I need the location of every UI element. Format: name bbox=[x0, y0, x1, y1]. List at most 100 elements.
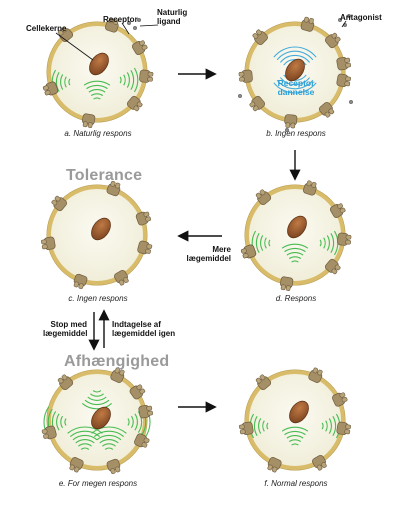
signal-waves-0 bbox=[251, 230, 271, 256]
receptor-5 bbox=[126, 95, 143, 112]
cell-nucleus bbox=[91, 217, 111, 241]
signal-waves-1 bbox=[127, 406, 151, 438]
indtagelse-label: Indtagelse af lægemiddel igen bbox=[112, 320, 175, 338]
indtagelse-line1: Indtagelse af bbox=[112, 320, 161, 329]
afhaengighed-title: Afhængighed bbox=[64, 353, 170, 370]
caption-c: c. Ingen respons bbox=[68, 294, 128, 303]
stop-line2: lægemiddel bbox=[43, 329, 88, 338]
receptor-7 bbox=[336, 73, 351, 87]
cell-d bbox=[240, 180, 352, 291]
receptor-6 bbox=[135, 211, 152, 226]
receptor-6 bbox=[139, 69, 154, 83]
cell-e bbox=[41, 367, 153, 475]
mere-laegemiddel-label: Mere lægemiddel bbox=[181, 245, 231, 263]
stop-line1: Stop med bbox=[50, 320, 87, 329]
receptor-5 bbox=[284, 114, 298, 129]
mere-line1: Mere bbox=[212, 245, 231, 254]
ligand-0 bbox=[126, 21, 131, 26]
cell-b bbox=[237, 13, 354, 132]
receptor-5 bbox=[137, 240, 153, 255]
receptor-1 bbox=[300, 16, 315, 32]
cellekerne-label: Cellekerne bbox=[26, 24, 67, 33]
caption-d: d. Respons bbox=[275, 294, 317, 303]
receptor-8 bbox=[336, 57, 351, 71]
receptor-4 bbox=[114, 269, 129, 286]
signal-waves-2 bbox=[281, 243, 309, 263]
cell-f bbox=[239, 367, 351, 473]
antagonist-pointer bbox=[341, 20, 347, 28]
receptor-4 bbox=[312, 454, 327, 471]
caption-f: f. Normal respons bbox=[264, 479, 328, 488]
signal-waves-1 bbox=[119, 67, 139, 93]
receptor-1 bbox=[255, 374, 272, 391]
receptor-dannelse-line1: Receptor bbox=[277, 78, 315, 88]
ligand-0 bbox=[338, 18, 343, 23]
receptor-0 bbox=[110, 367, 125, 383]
cell-c bbox=[41, 180, 153, 290]
receptor-1 bbox=[51, 195, 68, 212]
receptor-5 bbox=[336, 421, 351, 435]
receptor-7 bbox=[129, 384, 146, 400]
receptor-6 bbox=[138, 405, 153, 419]
signal-waves-2 bbox=[83, 80, 111, 100]
caption-b: b. Ingen respons bbox=[266, 129, 326, 138]
signal-waves-2 bbox=[281, 426, 309, 446]
receptor-6 bbox=[318, 101, 335, 118]
receptor-0 bbox=[105, 17, 119, 33]
ligand-2 bbox=[136, 18, 141, 23]
naturlig-ligand-line2: ligand bbox=[157, 17, 181, 26]
receptor-4 bbox=[249, 95, 266, 112]
receptor-4 bbox=[106, 458, 121, 475]
receptor-7 bbox=[329, 203, 346, 218]
receptor-0 bbox=[106, 180, 121, 197]
receptor-4 bbox=[280, 276, 294, 291]
cell-nucleus bbox=[285, 58, 305, 82]
receptor-2 bbox=[252, 29, 268, 45]
receptor-3 bbox=[73, 273, 88, 290]
indtagelse-line2: lægemiddel igen bbox=[112, 329, 176, 338]
receptor-1 bbox=[255, 189, 272, 206]
mere-line2: lægemiddel bbox=[186, 254, 231, 263]
receptor-dannelse-label: Receptor dannelse bbox=[266, 79, 326, 97]
ligand-1 bbox=[132, 26, 137, 31]
naturlig-ligand-line1: Naturlig bbox=[157, 8, 188, 17]
antagonist-label: Antagonist bbox=[340, 13, 382, 22]
ligand-4 bbox=[285, 127, 290, 132]
receptor-2 bbox=[41, 425, 57, 440]
receptor-6 bbox=[332, 392, 348, 407]
receptor-7 bbox=[131, 40, 148, 55]
signal-waves-1 bbox=[321, 413, 341, 439]
ligand-5 bbox=[349, 99, 354, 104]
signal-waves-3 bbox=[91, 426, 127, 450]
receptor-3 bbox=[238, 69, 253, 83]
naturlig-ligand-label: Naturlig ligand bbox=[157, 8, 187, 26]
ligand-pointer bbox=[139, 24, 159, 27]
receptor-4 bbox=[82, 113, 96, 128]
cell-nucleus bbox=[287, 215, 307, 239]
ligand-3 bbox=[237, 93, 242, 98]
receptor-2 bbox=[239, 421, 254, 435]
receptor-3 bbox=[69, 457, 84, 473]
receptor-0 bbox=[324, 32, 341, 49]
cell-nucleus bbox=[91, 406, 111, 430]
receptor-dannelse-line2: dannelse bbox=[277, 87, 315, 97]
receptor-3 bbox=[42, 81, 59, 96]
signal-waves-1 bbox=[319, 230, 339, 256]
receptor-5 bbox=[134, 433, 150, 448]
receptor-label: Receptor bbox=[103, 15, 138, 24]
receptor-3 bbox=[267, 457, 282, 473]
receptor-1 bbox=[57, 374, 74, 391]
receptor-0 bbox=[308, 367, 323, 383]
cell-a bbox=[42, 17, 154, 128]
caption-a: a. Naturlig respons bbox=[64, 129, 132, 138]
receptor-5 bbox=[324, 258, 341, 275]
ligand-2 bbox=[347, 13, 352, 18]
caption-e: e. For megen respons bbox=[58, 479, 138, 488]
stop-med-laegemiddel-label: Stop med lægemiddel bbox=[43, 320, 87, 338]
receptor-3 bbox=[240, 244, 257, 259]
receptor-2 bbox=[41, 236, 56, 250]
receptor-0 bbox=[303, 180, 317, 196]
receptor-6 bbox=[337, 232, 352, 246]
